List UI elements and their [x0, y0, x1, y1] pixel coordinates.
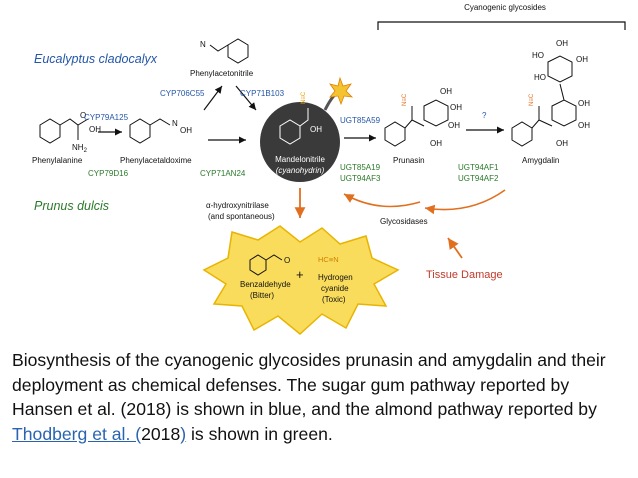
enzyme-cyp706c55: CYP706C55 [160, 89, 205, 98]
amygdalin-nc: N≡C [529, 93, 535, 106]
caption-link-close[interactable]: ) [180, 423, 187, 444]
label-cyanohydrin: (cyanohydrin) [276, 166, 325, 175]
toxic-burst [202, 225, 400, 335]
caption-year: 2018 [141, 423, 181, 444]
species-prunus: Prunus dulcis [34, 199, 109, 213]
amygdalin-ho1: HO [532, 51, 544, 60]
oxime-oh: OH [180, 126, 192, 135]
label-cyanide: cyanide [321, 284, 349, 293]
prunasin-oh1: OH [440, 87, 452, 96]
label-prunasin: Prunasin [393, 156, 425, 165]
mandelonitrile-oh: OH [310, 125, 322, 134]
prunasin-oh4: OH [430, 139, 442, 148]
enzyme-cyp71b103: CYP71B103 [240, 89, 285, 98]
label-glycosidases: Glycosidases [380, 217, 428, 226]
enzyme-ugt94af1: UGT94AF1 [458, 163, 499, 172]
label-and-spontaneous: (and spontaneous) [208, 212, 275, 221]
enzyme-ugt94af3: UGT94AF3 [340, 174, 381, 183]
arrow-prunasin-to-mandelonitrile [343, 193, 421, 208]
enzyme-cyp79d16: CYP79D16 [88, 169, 129, 178]
phenylacetaldoxime-structure [129, 118, 171, 144]
arrow-oxime-to-nitrile [203, 85, 223, 111]
label-toxic: (Toxic) [322, 295, 346, 304]
label-phenylacetaldoxime: Phenylacetaldoxime [120, 156, 192, 165]
caption-text-3: is shown in green. [186, 423, 333, 444]
amygdalin-ho2: HO [534, 73, 546, 82]
amygdalin-oh-top: OH [556, 39, 568, 48]
phenylalanine-nh2: NH2 [72, 143, 88, 154]
cyanogenic-pathway-diagram: Cyanogenic glycosides Eucalyptus cladoca… [32, 3, 626, 335]
label-hydrogen: Hydrogen [318, 273, 353, 282]
hcn-formula: HC≡N [318, 255, 339, 264]
enzyme-unknown: ? [482, 111, 487, 120]
phenylacetonitrile-structure [209, 38, 249, 64]
label-phenylalanine: Phenylalanine [32, 156, 83, 165]
amygdalin-oh3: OH [578, 121, 590, 130]
label-bitter: (Bitter) [250, 291, 274, 300]
amygdalin-oh4: OH [556, 139, 568, 148]
mandelonitrile-nc: N≡C [301, 91, 307, 104]
label-mandelonitrile: Mandelonitrile [275, 155, 325, 164]
enzyme-cyp71an24: CYP71AN24 [200, 169, 246, 178]
enzyme-ugt85a19: UGT85A19 [340, 163, 381, 172]
label-amygdalin: Amygdalin [522, 156, 559, 165]
title-bracket [377, 21, 626, 30]
mandelonitrile-structure [279, 108, 309, 145]
figure-title: Cyanogenic glycosides [464, 3, 546, 12]
arrow-amygdalin-to-prunasin [424, 189, 506, 215]
prunasin-nc: N≡C [402, 93, 408, 106]
species-eucalyptus: Eucalyptus cladocalyx [34, 52, 158, 66]
arrow-tissue-damage [447, 237, 463, 259]
plus-sign: + [296, 267, 304, 282]
amygdalin-oh2: OH [578, 99, 590, 108]
phenylalanine-structure [39, 118, 89, 144]
caption-link-thodberg[interactable]: Thodberg et al. ( [12, 423, 142, 444]
phenylalanine-oh: OH [89, 125, 101, 134]
prunasin-oh2: OH [450, 103, 462, 112]
mandelonitrile-bomb [260, 76, 354, 182]
label-tissue-damage: Tissue Damage [426, 269, 503, 281]
enzyme-cyp79a125: CYP79A125 [84, 113, 129, 122]
prunasin-oh3: OH [448, 121, 460, 130]
benzaldehyde-structure [249, 254, 283, 276]
amygdalin-structure [511, 55, 577, 147]
label-phenylacetonitrile: Phenylacetonitrile [190, 69, 254, 78]
arrow-nitrile-to-mandelonitrile [235, 85, 257, 111]
caption-text-1: Biosynthesis of the cyanogenic glycoside… [12, 350, 606, 419]
label-benzaldehyde: Benzaldehyde [240, 280, 291, 289]
benzaldehyde-o: O [284, 256, 290, 265]
phenylalanine-o: O [80, 111, 86, 120]
oxime-n: N [172, 119, 178, 128]
figure-caption: Biosynthesis of the cyanogenic glycoside… [12, 348, 628, 446]
nitrile-n: N [200, 40, 206, 49]
amygdalin-oh-r: OH [576, 55, 588, 64]
enzyme-ugt94af2: UGT94AF2 [458, 174, 499, 183]
enzyme-ugt85a59: UGT85A59 [340, 116, 381, 125]
prunasin-structure [384, 99, 449, 147]
label-hydroxynitrilase: α-hydroxynitrilase [206, 201, 269, 210]
